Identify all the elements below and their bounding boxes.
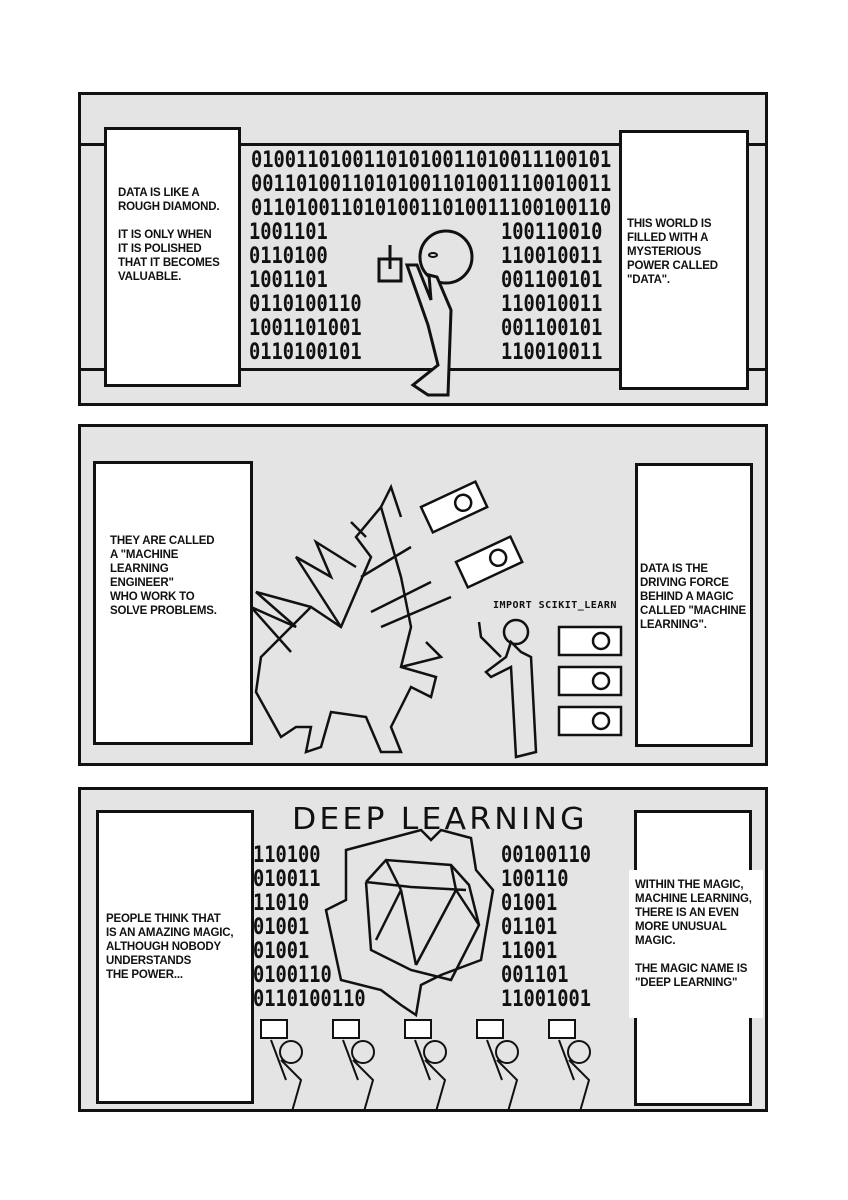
caption-text: DATA IS THE DRIVING FORCE BEHIND A MAGIC…: [640, 563, 746, 631]
comic-panel-1: 01001101001101010011010011100101 0011010…: [78, 92, 768, 406]
panel-title: DEEP LEARNING: [291, 802, 588, 837]
caption-box-right-text-area: WITHIN THE MAGIC, MACHINE LEARNING, THER…: [629, 870, 763, 1018]
caption-box-left: THEY ARE CALLED A "MACHINE LEARNING ENGI…: [93, 461, 253, 745]
caption-box-right: THIS WORLD IS FILLED WITH A MYSTERIOUS P…: [619, 130, 749, 390]
gpu-icon: [557, 705, 623, 737]
brain-diamond-illustration: [260, 828, 591, 1109]
binary-text-right: 100110010 110010011 001100101 110010011 …: [501, 220, 603, 365]
binary-wall: [81, 143, 765, 371]
comic-panel-2: IMPORT SCIKIT_LEARN THEY ARE CALLED A "M…: [78, 424, 768, 766]
gpu-icon: [557, 625, 623, 657]
binary-text-left: 110100 010011 11010 01001 01001 0100110 …: [253, 843, 366, 1012]
gpu-icon: [419, 479, 489, 535]
caption-text: PEOPLE THINK THAT IS AN AMAZING MAGIC, A…: [106, 913, 234, 981]
caption-text: THEY ARE CALLED A "MACHINE LEARNING ENGI…: [110, 535, 217, 617]
caption-box-left: PEOPLE THINK THAT IS AN AMAZING MAGIC, A…: [96, 810, 254, 1104]
caption-text: THIS WORLD IS FILLED WITH A MYSTERIOUS P…: [627, 218, 718, 286]
praying-figure-illustration: [377, 229, 474, 397]
caption-box-left: DATA IS LIKE A ROUGH DIAMOND. IT IS ONLY…: [104, 127, 241, 387]
binary-text-top: 01001101001101010011010011100101 0011010…: [251, 148, 612, 221]
worshippers: [260, 1019, 591, 1109]
gpu-icon: [454, 534, 524, 590]
comic-panel-3: DEEP LEARNING 110100 010011 11010 01001 …: [78, 787, 768, 1112]
caption-text: DATA IS LIKE A ROUGH DIAMOND. IT IS ONLY…: [118, 187, 220, 283]
dragon-and-engineer-illustration: [250, 479, 623, 759]
binary-text-right: 00100110 100110 01001 01101 11001 001101…: [501, 843, 592, 1012]
caption-text: WITHIN THE MAGIC, MACHINE LEARNING, THER…: [635, 879, 752, 989]
binary-text-left: 1001101 0110100 1001101 0110100110 10011…: [249, 220, 362, 365]
code-label: IMPORT SCIKIT_LEARN: [493, 600, 617, 611]
gpu-icon: [557, 665, 623, 697]
caption-box-right: DATA IS THE DRIVING FORCE BEHIND A MAGIC…: [635, 463, 753, 747]
